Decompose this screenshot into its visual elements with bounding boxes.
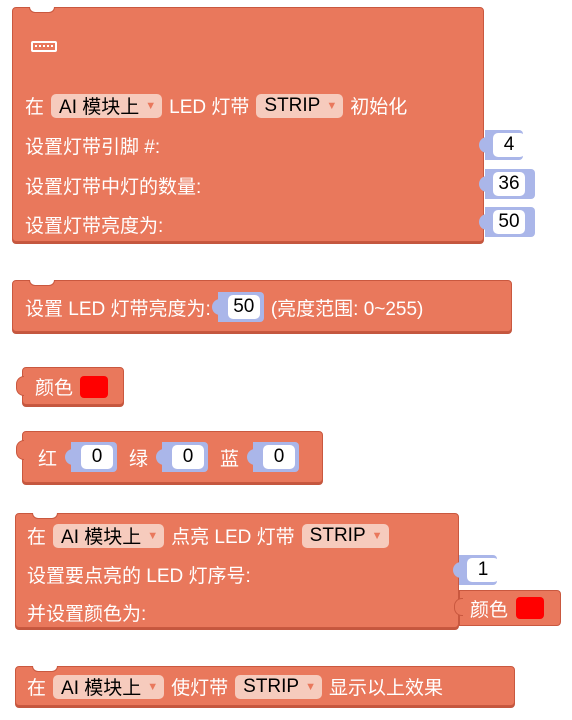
set-brightness-block[interactable]: 设置 LED 灯带亮度为: 50 (亮度范围: 0~255) bbox=[12, 280, 512, 332]
module-dropdown-value: AI 模块上 bbox=[59, 97, 140, 118]
show-prefix: 在 bbox=[27, 678, 47, 699]
led-strip-label: LED 灯带 bbox=[169, 97, 250, 118]
brightness-value[interactable]: 50 bbox=[493, 210, 525, 234]
rgb-color-block[interactable]: 红 0 绿 0 蓝 0 bbox=[16, 431, 323, 483]
pin-label: 设置灯带引脚 #: bbox=[25, 137, 161, 158]
module-dropdown-value: AI 模块上 bbox=[61, 678, 142, 699]
color-label: 颜色 bbox=[35, 378, 74, 399]
brightness-range-note: (亮度范围: 0~255) bbox=[270, 298, 424, 320]
chevron-down-icon: ▼ bbox=[147, 529, 159, 542]
brightness-value[interactable]: 50 bbox=[227, 295, 260, 319]
pin-number-input[interactable]: 4 bbox=[479, 130, 525, 160]
show-effect-block[interactable]: 在 AI 模块上 ▼ 使灯带 STRIP ▼ 显示以上效果 bbox=[15, 666, 515, 706]
module-dropdown[interactable]: AI 模块上 ▼ bbox=[51, 93, 163, 118]
init-suffix: 初始化 bbox=[350, 97, 408, 118]
init-prefix: 在 bbox=[25, 97, 45, 118]
green-label: 绿 bbox=[129, 448, 149, 470]
led-index-value[interactable]: 1 bbox=[467, 558, 499, 582]
led-strip-icon bbox=[31, 41, 57, 52]
module-dropdown[interactable]: AI 模块上 ▼ bbox=[53, 523, 165, 548]
module-dropdown[interactable]: AI 模块上 ▼ bbox=[53, 674, 165, 699]
blue-value[interactable]: 0 bbox=[263, 445, 296, 469]
strip-name-value: STRIP bbox=[264, 94, 321, 116]
light-prefix: 在 bbox=[27, 527, 47, 548]
blue-number-input[interactable]: 0 bbox=[247, 442, 300, 472]
output-connector bbox=[16, 376, 24, 396]
chevron-down-icon: ▼ bbox=[147, 680, 159, 693]
module-dropdown-value: AI 模块上 bbox=[61, 527, 142, 548]
strip-name-dropdown[interactable]: STRIP ▼ bbox=[256, 93, 344, 118]
strip-name-value: STRIP bbox=[309, 524, 366, 546]
brightness-number-input[interactable]: 50 bbox=[479, 207, 535, 237]
blue-label: 蓝 bbox=[220, 448, 240, 470]
brightness-label: 设置灯带亮度为: bbox=[25, 216, 164, 237]
led-strip-init-block[interactable]: 在 AI 模块上 ▼ LED 灯带 STRIP ▼ 初始化 设置灯带引脚 #: … bbox=[12, 7, 535, 242]
set-brightness-label: 设置 LED 灯带亮度为: bbox=[25, 298, 211, 320]
block-notch bbox=[32, 666, 58, 672]
red-label: 红 bbox=[38, 448, 58, 470]
nested-color-label: 颜色 bbox=[470, 599, 509, 621]
light-led-block[interactable]: 在 AI 模块上 ▼ 点亮 LED 灯带 STRIP ▼ 设置要点亮的 LED … bbox=[15, 513, 561, 628]
chevron-down-icon: ▼ bbox=[145, 99, 157, 112]
led-index-number-input[interactable]: 1 bbox=[453, 555, 499, 585]
chevron-down-icon: ▼ bbox=[371, 529, 383, 542]
strip-name-dropdown[interactable]: STRIP ▼ bbox=[235, 674, 322, 699]
chevron-down-icon: ▼ bbox=[305, 680, 316, 693]
red-number-input[interactable]: 0 bbox=[65, 442, 118, 472]
count-label: 设置灯带中灯的数量: bbox=[25, 177, 202, 198]
strip-name-dropdown[interactable]: STRIP ▼ bbox=[301, 523, 389, 548]
light-action-label: 点亮 LED 灯带 bbox=[171, 527, 295, 548]
brightness-number-input[interactable]: 50 bbox=[211, 292, 264, 322]
chevron-down-icon: ▼ bbox=[326, 99, 338, 112]
block-notch bbox=[32, 513, 58, 519]
green-value[interactable]: 0 bbox=[172, 445, 205, 469]
count-value[interactable]: 36 bbox=[493, 172, 525, 196]
color-set-label: 并设置颜色为: bbox=[27, 604, 147, 625]
color-swatch[interactable] bbox=[80, 375, 109, 398]
block-notch bbox=[29, 7, 55, 13]
pin-value[interactable]: 4 bbox=[493, 133, 525, 157]
nested-color-block[interactable]: 颜色 bbox=[454, 590, 561, 626]
color-swatch[interactable] bbox=[516, 597, 545, 619]
show-action-label: 使灯带 bbox=[171, 678, 229, 699]
strip-name-value: STRIP bbox=[243, 675, 300, 697]
show-suffix: 显示以上效果 bbox=[329, 678, 444, 699]
red-value[interactable]: 0 bbox=[81, 445, 114, 469]
green-number-input[interactable]: 0 bbox=[156, 442, 209, 472]
color-block[interactable]: 颜色 bbox=[16, 367, 124, 405]
count-number-input[interactable]: 36 bbox=[479, 169, 535, 199]
output-connector bbox=[16, 440, 24, 460]
block-notch bbox=[29, 280, 55, 286]
led-index-label: 设置要点亮的 LED 灯序号: bbox=[27, 566, 251, 587]
